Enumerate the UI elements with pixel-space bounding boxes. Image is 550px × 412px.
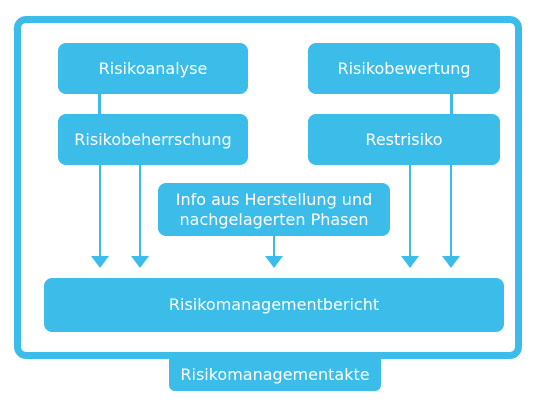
box-restrisiko-label: Restrisiko [365, 129, 443, 149]
arrow-1-shaft [99, 165, 101, 258]
box-risikobeherrschung-label: Risikobeherrschung [74, 129, 232, 149]
box-risikobewertung-label: Risikobewertung [337, 58, 471, 78]
box-info-line2: nachgelagerten Phasen [179, 209, 369, 229]
arrow-3-head [265, 256, 283, 268]
arrow-4-head [401, 256, 419, 268]
box-risikobewertung: Risikobewertung [308, 43, 500, 94]
container-label-text: Risikomanagementakte [180, 364, 370, 384]
box-risikomanagementbericht: Risikomanagementbericht [44, 278, 504, 332]
box-risikoanalyse-label: Risikoanalyse [98, 58, 208, 78]
arrow-2-head [131, 256, 149, 268]
arrow-5-head [442, 256, 460, 268]
box-info-herstellung: Info aus Herstellung und nachgelagerten … [158, 183, 390, 236]
arrow-4-shaft [409, 165, 411, 258]
container-label-risikomanagementakte: Risikomanagementakte [169, 357, 381, 391]
box-risikobeherrschung: Risikobeherrschung [58, 114, 248, 165]
connector-analyse-beherrschung [98, 94, 101, 114]
box-risikomanagementbericht-label: Risikomanagementbericht [168, 295, 380, 314]
arrow-2-shaft [139, 165, 141, 258]
arrow-1-head [91, 256, 109, 268]
box-info-line1: Info aus Herstellung und [175, 189, 373, 209]
box-risikoanalyse: Risikoanalyse [58, 43, 248, 94]
arrow-5-shaft [450, 165, 452, 258]
connector-bewertung-restrisiko [450, 94, 453, 114]
arrow-3-shaft [273, 236, 275, 258]
box-restrisiko: Restrisiko [308, 114, 500, 165]
